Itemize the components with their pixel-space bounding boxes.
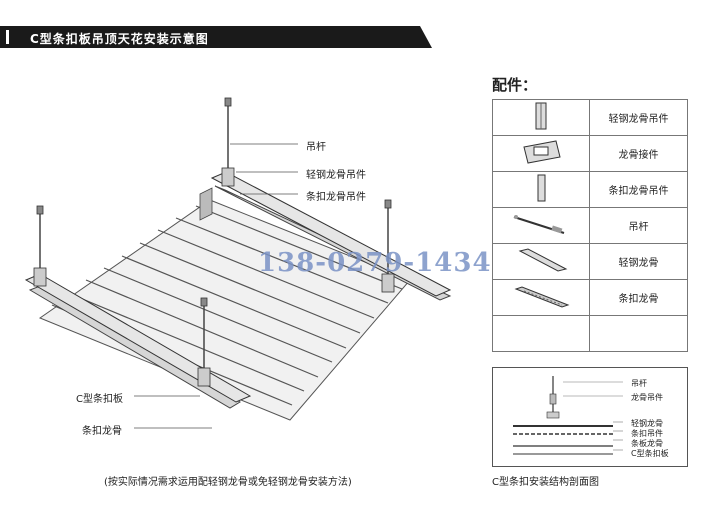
section-label: 条板龙骨	[631, 439, 663, 448]
callout-light-keel-hanger: 轻钢龙骨吊件	[306, 170, 366, 181]
ceiling-isometric-diagram	[24, 97, 452, 429]
parts-table: 轻钢龙骨吊件 龙骨接件 条扣龙骨吊件 吊杆 轻钢龙骨 条扣龙骨	[492, 99, 688, 352]
hangers	[33, 167, 395, 387]
light-keel-hanger-icon	[492, 99, 590, 136]
title-banner: C型条扣板吊顶天花安装示意图	[0, 26, 432, 50]
parts-row: 条扣龙骨	[492, 279, 688, 316]
parts-row: 轻钢龙骨	[492, 243, 688, 280]
callout-strip-keel-hanger: 条扣龙骨吊件	[306, 192, 366, 203]
section-label: 吊杆	[631, 379, 647, 388]
parts-row: 龙骨接件	[492, 135, 688, 172]
section-caption: C型条扣安装结构剖面图	[492, 477, 599, 488]
parts-row: 轻钢龙骨吊件	[492, 99, 688, 136]
section-label: 龙骨吊件	[631, 393, 663, 402]
install-note: (按实际情况需求运用配轻钢龙骨或免轻钢龙骨安装方法)	[104, 477, 352, 488]
hanger-rod-icon	[492, 207, 590, 244]
watermark-phone: 138-0279-1434	[258, 248, 492, 278]
part-name: 条扣龙骨吊件	[589, 171, 688, 208]
strip-keel-icon	[492, 279, 590, 316]
part-name: 龙骨接件	[589, 135, 688, 172]
callout-hanger-rod: 吊杆	[306, 142, 326, 153]
hanger-rods	[39, 100, 389, 380]
parts-row: 条扣龙骨吊件	[492, 171, 688, 208]
parts-row	[492, 315, 688, 352]
section-label: C型条扣板	[631, 449, 669, 458]
callout-leaders	[134, 143, 298, 429]
section-label: 轻钢龙骨	[631, 419, 663, 428]
callout-strip-keel: 条扣龙骨	[82, 426, 122, 437]
part-name: 吊杆	[589, 207, 688, 244]
section-drawing-art	[513, 376, 623, 455]
part-name	[589, 315, 688, 352]
parts-title: 配件：	[492, 76, 538, 94]
title-banner-background	[0, 26, 432, 48]
callout-c-strip-panel: C型条扣板	[76, 394, 123, 405]
keel-connector-icon	[492, 135, 590, 172]
page-title: C型条扣板吊顶天花安装示意图	[30, 32, 209, 46]
strip-keel-hanger-icon	[492, 171, 590, 208]
section-label: 条扣吊件	[631, 429, 663, 438]
hanger-rod-tops	[36, 97, 392, 307]
section-drawing: 吊杆 龙骨吊件 轻钢龙骨 条扣吊件 条板龙骨 C型条扣板	[492, 367, 688, 467]
parts-row: 吊杆	[492, 207, 688, 244]
empty-cell	[492, 315, 590, 352]
light-keel-icon	[492, 243, 590, 280]
part-name: 条扣龙骨	[589, 279, 688, 316]
part-name: 轻钢龙骨吊件	[589, 99, 688, 136]
part-name: 轻钢龙骨	[589, 243, 688, 280]
